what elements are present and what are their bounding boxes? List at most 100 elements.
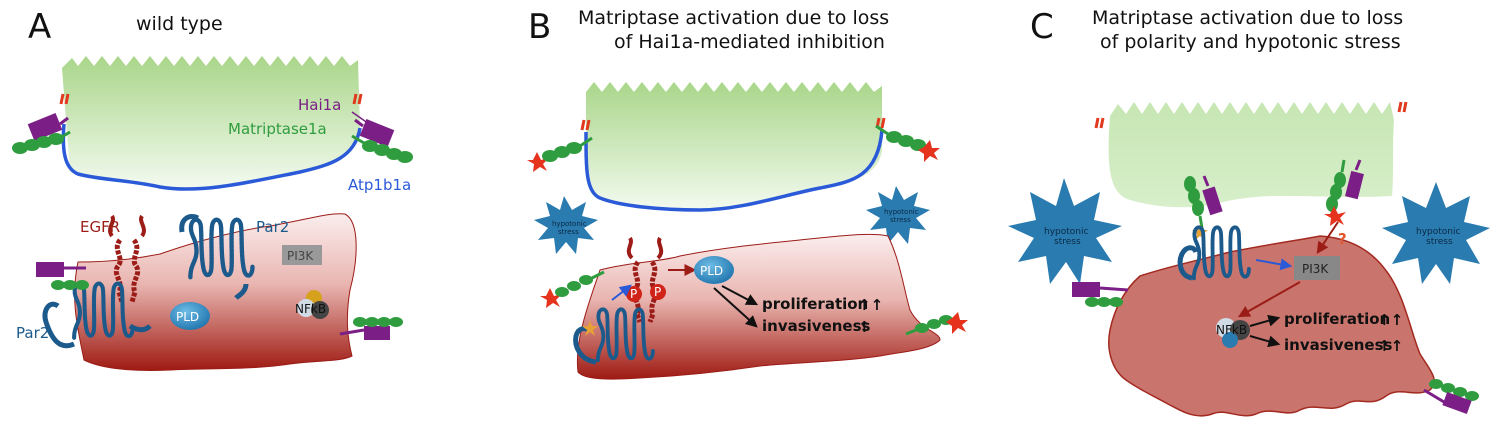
panel-b: B Matriptase activation due to loss of H… [527, 7, 968, 380]
proliferation-up-arrows-b: ↑↑ [858, 296, 883, 314]
proliferation-label-b: proliferation [762, 295, 868, 313]
hypotonic-stress-star-b-right: hypotonic stress [866, 186, 930, 244]
pld-oval-a [170, 302, 210, 330]
stress-label-c-left: stress [1054, 237, 1081, 247]
hypotonic-label-c-left: hypotonic [1044, 227, 1088, 237]
proliferation-label-c: proliferation [1284, 310, 1390, 328]
pi3k-box-a [282, 245, 322, 265]
stress-label-b-left: stress [558, 228, 579, 236]
hai1a-matriptase-c-center-right [1324, 159, 1364, 226]
nfkb-complex-c [1216, 318, 1250, 348]
matriptase-dom-4 [397, 151, 413, 163]
nfkb-complex-a [297, 290, 329, 319]
hai1a-matriptase-c-center-left [1184, 175, 1223, 240]
arrow-nfkb-to-proliferation-c [1249, 314, 1281, 327]
arrow-pi3k-to-nfkb-c [1237, 281, 1301, 318]
active-matriptase-b-left [527, 136, 593, 172]
pi3k-label-a: PI3K [287, 249, 314, 263]
matriptase-dom-4 [48, 133, 64, 145]
invasiveness-up-arrows-c: ↑↑ [1378, 337, 1403, 355]
arrow-par2-to-egfr-b [611, 284, 632, 301]
hai1a-matriptase-complex-a-red-right [339, 317, 403, 340]
hai1a-box [359, 119, 395, 147]
phospho-label-b-2: P [654, 285, 661, 299]
active-matriptase-b-red-right [905, 312, 968, 336]
panel-a: A wild type Hai1a [12, 7, 413, 371]
panel-letter-b: B [528, 7, 551, 47]
panel-title-a: wild type [136, 13, 223, 35]
atp1b1a-membrane-a [61, 123, 362, 191]
hai1a-pointer [351, 111, 373, 127]
green-cell-c [1108, 102, 1394, 208]
hai1a-matriptase-complex-a-left [12, 113, 71, 154]
label-matriptase1a: Matriptase1a [228, 120, 327, 138]
hai1a-matriptase-complex-a-red-left [36, 262, 89, 290]
matriptase-dom-1 [362, 140, 378, 152]
hai1a-matriptase-c-red-left [1072, 282, 1129, 307]
invasiveness-label-b: invasiveness [762, 317, 871, 335]
arrow-pld-to-invasiveness-b [713, 287, 758, 328]
label-par2-left: Par2 [16, 324, 49, 342]
panel-title-c-line2: of polarity and hypotonic stress [1100, 31, 1401, 53]
invasiveness-label-c: invasiveness [1284, 336, 1393, 354]
hai1a-box [27, 113, 63, 141]
hai1a-matriptase-c-red-right [1423, 379, 1479, 415]
nfkb-label-c: NFkB [1216, 323, 1247, 337]
panel-letter-c: C [1030, 7, 1054, 47]
green-cell-a [62, 56, 360, 188]
hypotonic-label-b-right: hypotonic [884, 208, 919, 216]
hypotonic-stress-star-c-left: hypotonic stress [1008, 178, 1122, 284]
label-egfr: EGFR [80, 218, 120, 236]
atp1b1a-membrane-b [584, 129, 884, 212]
junction-mark-b-left [580, 119, 591, 131]
green-cell-b [586, 82, 882, 210]
hypotonic-stress-star-b-left: hypotonic stress [534, 196, 598, 254]
panel-c: C Matriptase activation due to loss of p… [1008, 7, 1490, 417]
hai1a-linker [354, 118, 364, 128]
arrow-pld-to-proliferation-b [721, 285, 759, 306]
panel-title-b-line1: Matriptase activation due to loss [578, 7, 889, 29]
matriptase-linker [351, 134, 365, 145]
pld-oval-b [694, 256, 734, 284]
invasiveness-up-arrow-b: ↑ [858, 318, 871, 336]
label-par2-top: Par2 [256, 218, 289, 236]
par2-receptor-left-a [42, 283, 152, 349]
nfkb-label-a: NFkB [295, 302, 326, 316]
hypotonic-label-c-right: hypotonic [1416, 227, 1460, 237]
par2-receptor-c [1177, 225, 1251, 281]
arrow-par2-to-pi3k-c [1255, 258, 1293, 271]
junction-mark-c-right [1397, 101, 1408, 113]
pld-label-b: PLD [700, 264, 723, 278]
arrow-matriptase-to-pi3k-c [1316, 221, 1339, 254]
phospho-label-b-1: P [630, 287, 637, 301]
par2-receptor-b [573, 307, 655, 365]
matriptase-dom-2 [374, 144, 390, 156]
label-hai1a: Hai1a [298, 96, 341, 114]
panel-title-c-line1: Matriptase activation due to loss [1092, 7, 1403, 29]
egfr-receptor-b: P P [626, 236, 666, 323]
active-matriptase-b-red-left [540, 270, 605, 308]
par2-receptor-top-a [179, 214, 253, 300]
hypotonic-stress-star-c-right: hypotonic stress [1382, 182, 1490, 284]
junction-mark-a-left [59, 93, 70, 105]
egfr-receptor-a [108, 214, 146, 303]
pi3k-box-c [1294, 256, 1340, 280]
question-mark-c: ? [1338, 230, 1347, 248]
arrow-nfkb-to-invasiveness-c [1249, 335, 1281, 348]
junction-mark-a-right [352, 93, 363, 105]
panel-letter-a: A [28, 7, 51, 47]
label-atp1b1a: Atp1b1a [348, 176, 411, 194]
stress-label-c-right: stress [1426, 237, 1453, 247]
hypotonic-label-b-left: hypotonic [552, 220, 587, 228]
hai1a-linker [59, 116, 69, 126]
panel-title-b-line2: of Hai1a-mediated inhibition [614, 31, 885, 53]
pld-label-a: PLD [176, 310, 199, 324]
stress-label-b-right: stress [890, 216, 911, 224]
hai1a-matriptase-complex-a-right [351, 118, 413, 163]
junction-mark-c-left [1094, 117, 1105, 129]
proliferation-up-arrows-c: ↑↑ [1378, 311, 1403, 329]
pi3k-label-c: PI3K [1302, 262, 1329, 276]
active-matriptase-b-right [875, 124, 940, 162]
matriptase-linker [59, 130, 71, 140]
